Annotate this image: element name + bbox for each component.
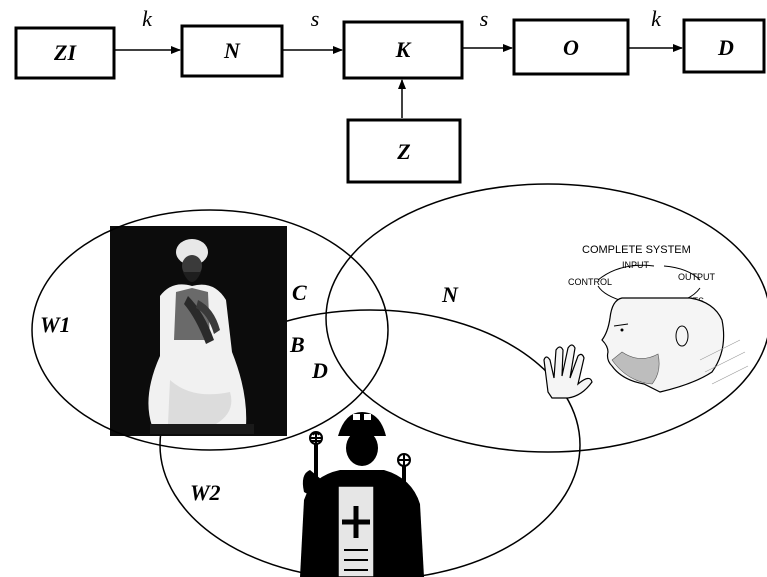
box-label-zi: ZI <box>53 40 77 65</box>
region-label-d: D <box>311 358 328 383</box>
sketch-control-label: CONTROL <box>568 277 612 287</box>
set-label-w1: W1 <box>40 312 71 337</box>
box-label-d: D <box>717 35 734 60</box>
sketch-title: COMPLETE SYSTEM <box>582 244 691 256</box>
venn-diagram: COMPLETE SYSTEM INPUT OUTPUT CONTROL MEA… <box>31 183 767 577</box>
edge-label-o-d: k <box>651 6 662 31</box>
set-w1-ellipse <box>31 209 389 451</box>
region-label-b: B <box>289 332 305 357</box>
region-label-c: C <box>292 280 307 305</box>
patriarch-figure <box>300 412 424 577</box>
set-label-w2: W2 <box>190 480 221 505</box>
box-label-n: N <box>223 38 241 63</box>
box-label-k: K <box>395 37 412 62</box>
set-n-ellipse <box>325 183 767 453</box>
robed-figure-photo <box>110 226 287 436</box>
box-label-z: Z <box>396 139 410 164</box>
edge-label-n-k: s <box>311 6 320 31</box>
box-zi: ZI <box>14 26 116 80</box>
box-z: Z <box>346 118 462 184</box>
box-label-o: O <box>563 35 579 60</box>
box-k: K <box>342 20 464 80</box>
box-n: N <box>180 24 284 78</box>
edge-label-zi-n: k <box>142 6 153 31</box>
box-o: O <box>512 18 630 76</box>
box-d: D <box>682 18 766 74</box>
flow-diagram: k s s k ZI N K O D Z <box>14 6 766 184</box>
edge-label-k-o: s <box>480 6 489 31</box>
set-label-n: N <box>441 282 459 307</box>
complete-system-sketch: COMPLETE SYSTEM INPUT OUTPUT CONTROL MEA… <box>543 244 749 399</box>
